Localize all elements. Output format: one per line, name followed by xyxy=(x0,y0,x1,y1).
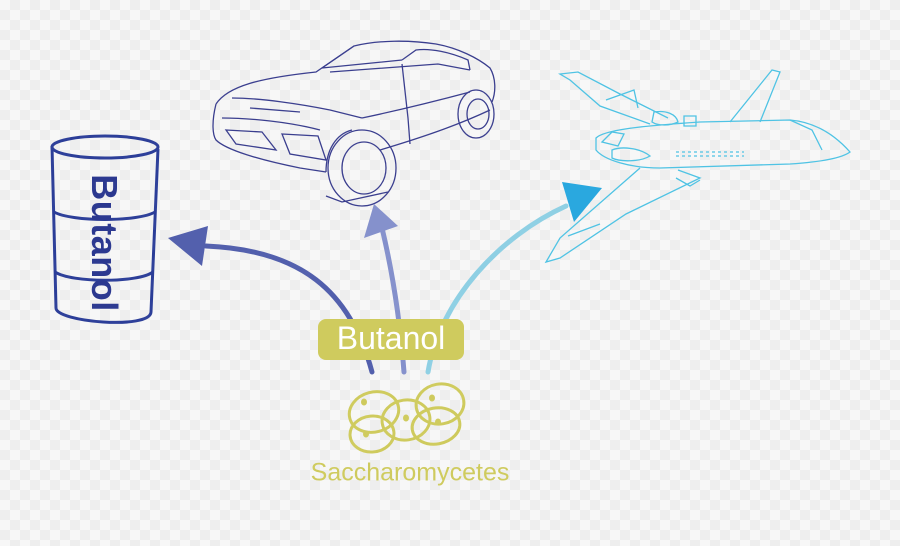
butanol-badge-label: Butanol xyxy=(336,320,446,356)
airplane-icon xyxy=(544,69,851,264)
barrel-label: Butanol xyxy=(84,174,125,312)
butanol-badge: Butanol xyxy=(318,319,464,360)
barrel-icon xyxy=(50,134,160,324)
car-icon xyxy=(212,40,496,207)
yeast-nuclei xyxy=(361,394,441,438)
organism-label: Saccharomycetes xyxy=(310,458,510,487)
yeast-cells-icon xyxy=(347,382,466,454)
